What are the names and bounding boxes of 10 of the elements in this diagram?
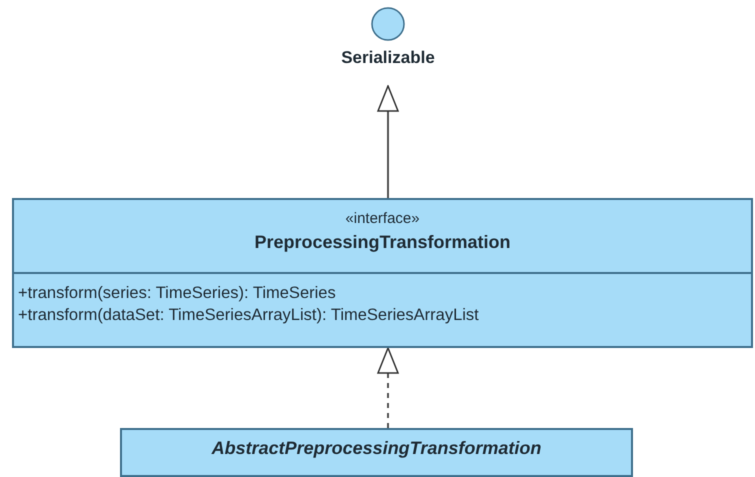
class-name: PreprocessingTransformation: [253, 232, 512, 253]
operation: +transform(series: TimeSeries): TimeSeries: [18, 284, 336, 303]
stereotype: «interface»: [344, 210, 421, 227]
operation: +transform(dataSet: TimeSeriesArrayList): TimeSeriesArrayList: [18, 306, 479, 325]
interface-name: Serializable: [340, 48, 436, 68]
class-box: [120, 428, 633, 477]
class-name: AbstractPreprocessingTransformation: [210, 438, 542, 459]
generalization-arrow: [377, 85, 399, 198]
generalization-arrow: [377, 347, 399, 428]
class-box: [12, 198, 753, 348]
